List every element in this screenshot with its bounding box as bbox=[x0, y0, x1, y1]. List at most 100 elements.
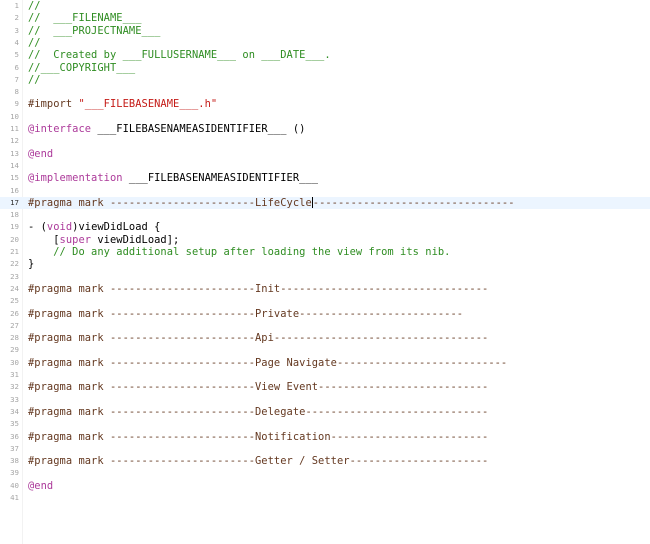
code-text: #pragma mark -----------------------Dele… bbox=[28, 406, 488, 418]
code-line[interactable]: 21 // Do any additional setup after load… bbox=[0, 246, 650, 258]
code-line[interactable]: 38#pragma mark -----------------------Ge… bbox=[0, 455, 650, 467]
code-token-pragma: #pragma mark -----------------------Noti… bbox=[28, 430, 489, 443]
code-text: #pragma mark -----------------------Priv… bbox=[28, 308, 463, 320]
code-line[interactable]: 15@implementation ___FILEBASENAMEASIDENT… bbox=[0, 172, 650, 184]
line-number: 26 bbox=[10, 308, 19, 318]
code-line[interactable]: 26 #pragma mark -----------------------Pr… bbox=[0, 308, 650, 320]
code-line[interactable]: 11@interface ___FILEBASENAMEASIDENTIFIER… bbox=[0, 123, 650, 135]
code-line[interactable]: 24#pragma mark -----------------------In… bbox=[0, 283, 650, 295]
code-token-comment: //___COPYRIGHT___ bbox=[28, 61, 136, 74]
code-text: @end bbox=[28, 480, 53, 492]
code-text: // bbox=[28, 0, 41, 12]
code-line-current[interactable]: 17 #pragma mark -----------------------Li… bbox=[0, 196, 650, 210]
code-line[interactable]: 35 bbox=[0, 418, 650, 430]
code-token-keyword: super bbox=[59, 233, 92, 246]
code-line[interactable]: 2 // ___FILENAME___ bbox=[0, 12, 650, 24]
code-token-keyword: @end bbox=[28, 479, 54, 492]
line-number: 25 bbox=[10, 296, 19, 306]
code-text: #pragma mark -----------------------Api-… bbox=[28, 332, 488, 344]
code-token-pragma: #pragma mark -----------------------Priv… bbox=[28, 307, 464, 320]
line-number: 5 bbox=[14, 50, 19, 60]
code-token-comment: // Do any additional setup after loading… bbox=[28, 246, 451, 258]
code-token-plain: [ bbox=[28, 233, 60, 246]
code-token-plain: - ( bbox=[28, 221, 47, 234]
code-line[interactable]: 40@end bbox=[0, 480, 650, 492]
code-line[interactable]: 29 bbox=[0, 344, 650, 356]
line-number: 13 bbox=[10, 148, 19, 158]
code-line[interactable]: 3// ___PROJECTNAME___ bbox=[0, 25, 650, 37]
code-line[interactable]: 41 bbox=[0, 492, 650, 504]
code-line[interactable]: 13@end bbox=[0, 148, 650, 160]
code-line[interactable]: 22} bbox=[0, 258, 650, 270]
code-token-plain: )viewDidLoad { bbox=[72, 221, 161, 234]
line-number: 20 bbox=[10, 234, 19, 244]
line-number: 2 bbox=[14, 13, 19, 23]
code-line[interactable]: 10 bbox=[0, 111, 650, 123]
code-token-comment: // bbox=[28, 36, 41, 49]
line-number: 4 bbox=[14, 37, 19, 47]
line-number: 32 bbox=[10, 382, 19, 392]
code-line[interactable]: 16 bbox=[0, 185, 650, 197]
code-line[interactable]: 19- (void)viewDidLoad { bbox=[0, 221, 650, 233]
code-token-string: "___FILEBASENAME___.h" bbox=[78, 98, 218, 111]
code-line[interactable]: 34#pragma mark -----------------------De… bbox=[0, 406, 650, 418]
code-token-comment: // ___FILENAME___ bbox=[28, 12, 142, 25]
code-line[interactable]: 30#pragma mark -----------------------Pa… bbox=[0, 357, 650, 369]
code-text: // ___FILENAME___ bbox=[28, 12, 142, 24]
line-number: 10 bbox=[10, 111, 19, 121]
code-text: // bbox=[28, 74, 41, 86]
code-token-pragma: #pragma mark -----------------------Gett… bbox=[28, 455, 489, 468]
text-cursor bbox=[311, 196, 313, 208]
code-line[interactable]: 23 bbox=[0, 271, 650, 283]
code-line[interactable]: 14 bbox=[0, 160, 650, 172]
code-token-pragma: #pragma mark -----------------------Api-… bbox=[28, 332, 489, 345]
code-line[interactable]: 9#import "___FILEBASENAME___.h" bbox=[0, 98, 650, 110]
code-line[interactable]: 18 bbox=[0, 209, 650, 221]
code-text: - (void)viewDidLoad { bbox=[28, 221, 160, 233]
code-text: // bbox=[28, 37, 41, 49]
code-text: #pragma mark -----------------------View… bbox=[28, 381, 488, 393]
code-token-plain: ___FILEBASENAMEASIDENTIFIER___ bbox=[122, 172, 319, 185]
code-line[interactable]: 5 // Created by ___FULLUSERNAME___ on ___… bbox=[0, 49, 650, 61]
code-line[interactable]: 28 #pragma mark -----------------------Ap… bbox=[0, 332, 650, 344]
code-line[interactable]: 8 bbox=[0, 86, 650, 98]
line-number: 31 bbox=[10, 370, 19, 379]
line-number: 33 bbox=[10, 394, 19, 404]
code-line[interactable]: 1// bbox=[0, 0, 650, 12]
code-token-plain: } bbox=[28, 258, 35, 271]
code-line[interactable]: 7// bbox=[0, 74, 650, 86]
code-token-comment: // bbox=[28, 73, 41, 86]
line-number: 28 bbox=[10, 333, 19, 343]
line-number: 18 bbox=[10, 210, 19, 220]
line-number: 12 bbox=[10, 136, 19, 146]
line-number: 35 bbox=[10, 419, 19, 429]
code-text: #pragma mark -----------------------Life… bbox=[28, 196, 515, 209]
line-number: 24 bbox=[10, 283, 19, 293]
code-line[interactable]: 36#pragma mark -----------------------No… bbox=[0, 431, 650, 443]
code-line[interactable]: 31 bbox=[0, 369, 650, 381]
code-text: // ___PROJECTNAME___ bbox=[28, 25, 160, 37]
code-line[interactable]: 12 bbox=[0, 135, 650, 147]
line-number: 11 bbox=[10, 124, 19, 133]
line-number-gutter bbox=[0, 0, 23, 544]
line-number: 14 bbox=[10, 160, 19, 170]
code-line[interactable]: 20 [super viewDidLoad]; bbox=[0, 234, 650, 246]
code-line[interactable]: 32 #pragma mark -----------------------Vi… bbox=[0, 381, 650, 393]
line-number: 16 bbox=[10, 185, 19, 195]
line-number: 17 bbox=[10, 197, 19, 207]
line-number: 8 bbox=[14, 87, 19, 97]
code-line[interactable]: 37 bbox=[0, 443, 650, 455]
code-line[interactable]: 33 bbox=[0, 394, 650, 406]
code-line[interactable]: 39 bbox=[0, 467, 650, 479]
code-line[interactable]: 27 bbox=[0, 320, 650, 332]
code-text: #pragma mark -----------------------Page… bbox=[28, 357, 507, 369]
line-number: 21 bbox=[10, 247, 19, 256]
code-token-comment: // Created by ___FULLUSERNAME___ on ___D… bbox=[28, 49, 331, 62]
code-line[interactable]: 6//___COPYRIGHT___ bbox=[0, 62, 650, 74]
code-line[interactable]: 25 bbox=[0, 295, 650, 307]
code-text: @implementation ___FILEBASENAMEASIDENTIF… bbox=[28, 172, 318, 184]
code-line[interactable]: 4 // bbox=[0, 37, 650, 49]
code-text: // Do any additional setup after loading… bbox=[28, 246, 450, 258]
code-text: #pragma mark -----------------------Noti… bbox=[28, 431, 488, 443]
